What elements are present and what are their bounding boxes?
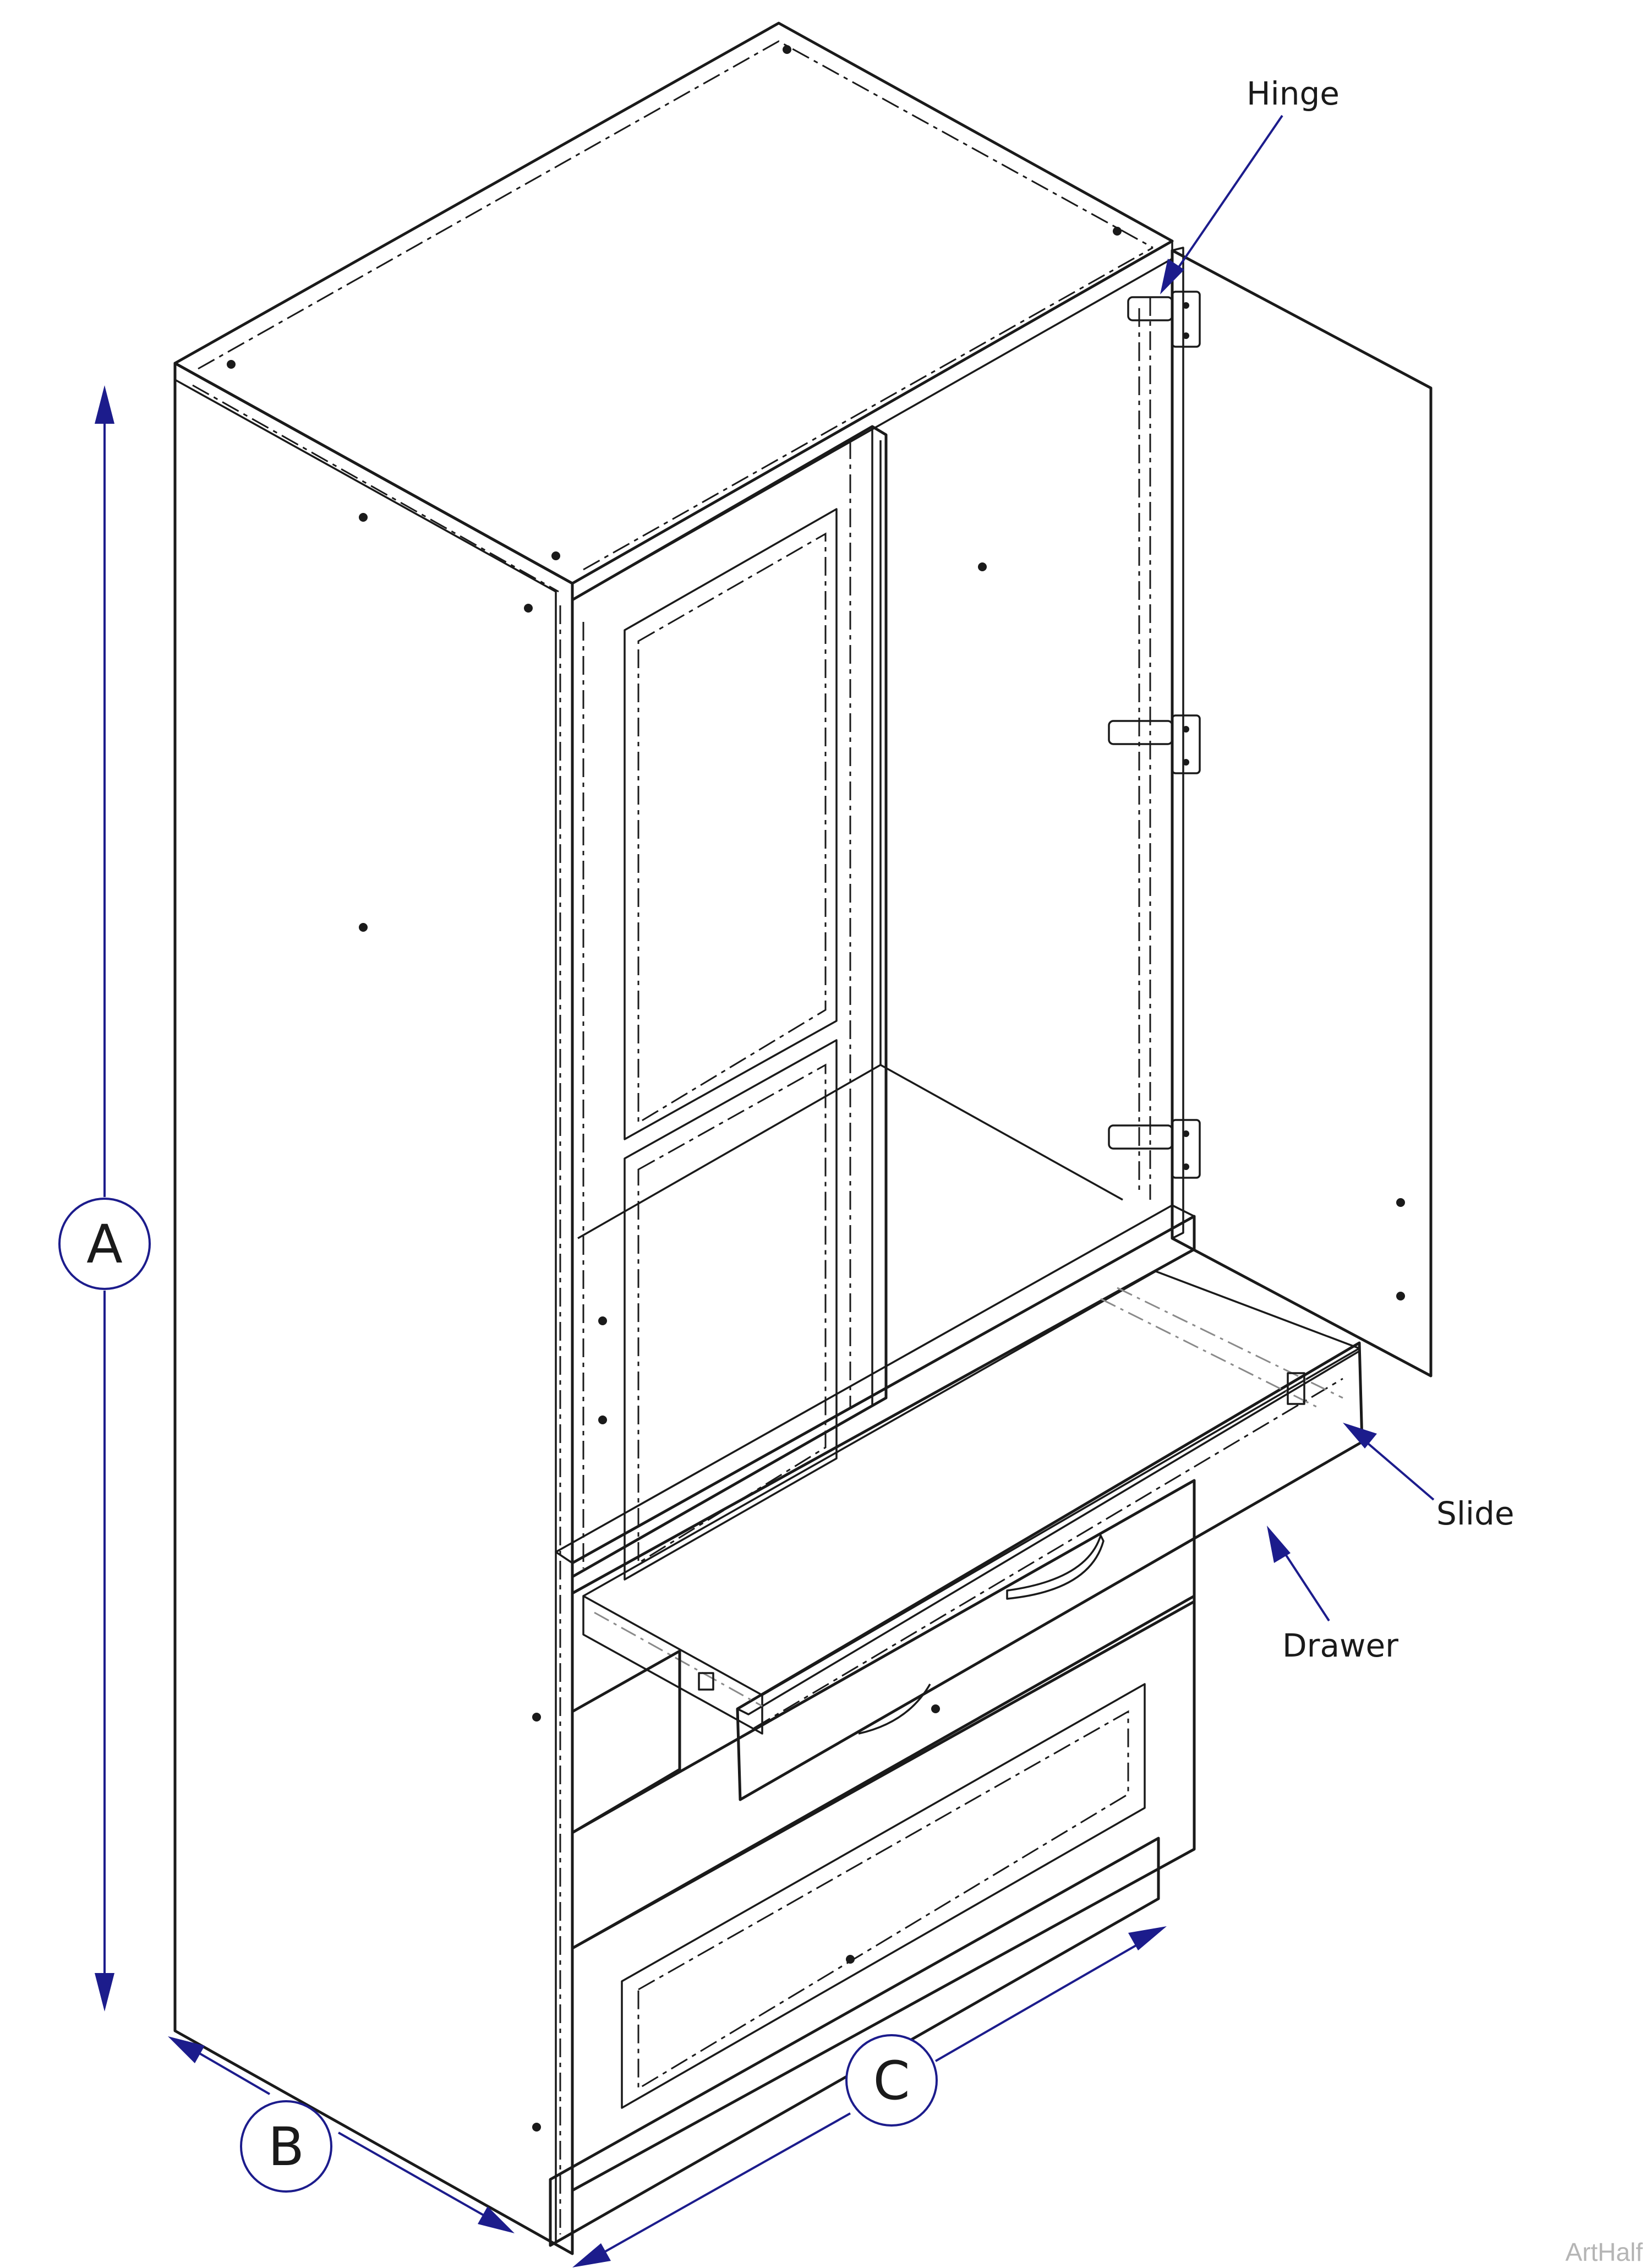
dimension-label-b: B [268, 2116, 304, 2178]
lower-door-panel-bevel [637, 1063, 827, 1565]
middle-drawer-pull [858, 1684, 931, 1735]
bottom-drawer-panel-bevel [637, 1710, 1129, 2090]
right-door-face [1171, 249, 1433, 1378]
cabinet-top [173, 21, 1174, 585]
door-hole [598, 1316, 607, 1325]
upper-door-panel [624, 508, 838, 1140]
callout-slide: Slide [1343, 1423, 1515, 1532]
slide-end-cap [1287, 1372, 1305, 1405]
drawer-box-top-edge [762, 1347, 1360, 1696]
mounting-hole [1113, 227, 1122, 236]
top-hidden-line [583, 247, 1153, 571]
left-door [571, 425, 888, 1581]
dimension-depth: B [168, 2036, 515, 2233]
mounting-hole [227, 360, 236, 369]
mounting-hole [846, 1955, 855, 1964]
drawer-pull [1006, 1534, 1105, 1600]
dimension-label-a: A [86, 1214, 123, 1275]
drawer-slide [1100, 1298, 1321, 1410]
drawer-box-back [583, 1270, 1360, 1597]
door-hole [598, 1416, 607, 1424]
interior-floor-edge [880, 1064, 1123, 1201]
upper-door-panel-bevel [637, 532, 827, 1124]
dimension-height: A [58, 385, 151, 2012]
mid-rail-top [555, 1204, 1195, 1564]
hinge-middle [1108, 714, 1201, 774]
mounting-hole [524, 604, 533, 613]
side-hidden-line [192, 384, 559, 593]
mounting-hole [532, 2123, 541, 2132]
credit-text: ArtHalf [1565, 2238, 1643, 2266]
cabinet-side-edge [174, 379, 557, 2243]
mounting-hole [931, 1704, 940, 1713]
mounting-hole [532, 1713, 541, 1722]
drawer-box-side [582, 1595, 763, 1735]
mounting-hole [359, 923, 368, 932]
cabinet-left-side [173, 362, 574, 2255]
dimension-width: C [572, 1926, 1167, 2267]
middle-drawer-front [571, 1649, 681, 1834]
right-door [1171, 247, 1433, 1378]
bottom-drawer-panel [621, 1683, 1146, 2109]
open-drawer [582, 1270, 1364, 1801]
right-door-edge [1171, 247, 1184, 1239]
mounting-hole [359, 513, 368, 522]
mounting-hole [978, 562, 987, 571]
drawer-front [736, 1341, 1364, 1801]
lower-door-panel [624, 1039, 838, 1581]
toe-kick [549, 1837, 1160, 2247]
bottom-drawer-front [571, 1594, 1196, 2192]
mounting-hole [783, 45, 791, 54]
callout-hinge: Hinge [1160, 75, 1340, 294]
callout-slide-label: Slide [1436, 1495, 1515, 1532]
hinge-bottom [1108, 1119, 1201, 1179]
dimension-label-c: C [873, 2050, 910, 2112]
door-hole [1396, 1198, 1405, 1207]
left-door-face [571, 425, 888, 1578]
hinge-top [1127, 291, 1201, 348]
top-hidden-line [198, 40, 1153, 370]
callout-drawer: Drawer [1267, 1526, 1398, 1664]
callout-drawer-label: Drawer [1282, 1627, 1398, 1664]
drawer-front-top [737, 1350, 1360, 1715]
interior-floor-edge [577, 1064, 881, 1239]
callout-hinge-label: Hinge [1247, 75, 1340, 112]
slide-latch [698, 1672, 714, 1691]
cabinet-body [173, 21, 1196, 2255]
drawer-front-hidden [753, 1378, 1343, 1729]
bottom-drawer [571, 1594, 1196, 2192]
door-hole [1396, 1292, 1405, 1300]
mounting-hole [551, 551, 560, 560]
